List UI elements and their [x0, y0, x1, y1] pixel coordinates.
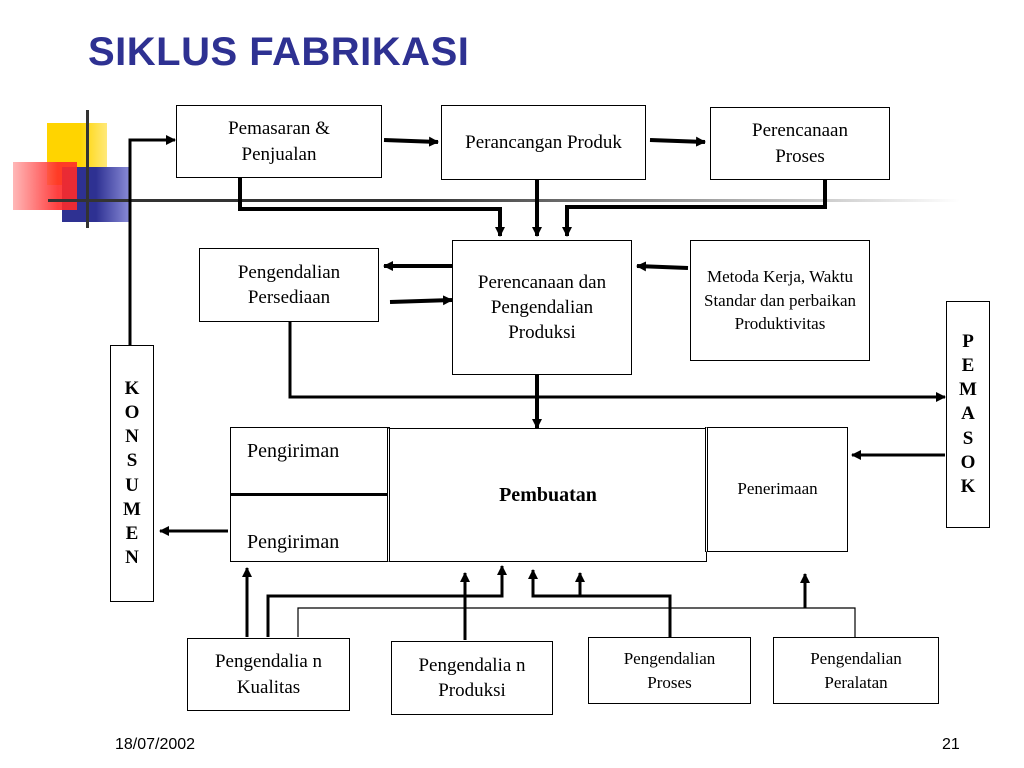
label-kualitas: Pengendalia n Kualitas [214, 651, 323, 698]
arrow-konsumen-pemasaran [128, 135, 176, 345]
box-pengendalian-peralatan: Pengendalian Peralatan [773, 637, 939, 704]
label-perancangan: Perancangan Produk [465, 131, 622, 153]
pengiriman-divider [231, 493, 391, 496]
page-title: SIKLUS FABRIKASI [88, 30, 470, 74]
line-kualitas-branch [266, 565, 507, 637]
line-pemasaran-ppp [238, 178, 505, 237]
label-metoda: Metoda Kerja, Waktu Standar dan perbaika… [704, 266, 856, 334]
label-pengiriman-top: Pengiriman [247, 440, 340, 462]
box-perancangan-produk: Perancangan Produk [441, 105, 646, 180]
decor-red-square [13, 162, 77, 210]
decor-horizontal-rule [48, 199, 960, 202]
box-metoda-kerja: Metoda Kerja, Waktu Standar dan perbaika… [690, 240, 870, 361]
arrow-metoda-ppp [636, 261, 689, 272]
label-pembuatan: Pembuatan [499, 483, 597, 506]
decor-vertical-rule [86, 110, 89, 228]
box-pengendalian-produksi: Pengendalia n Produksi [391, 641, 553, 715]
line-peralatan [297, 607, 856, 637]
box-pemasaran-penjualan: Pemasaran & Penjualan [176, 105, 382, 178]
arrow-perancangan-proses [649, 136, 706, 147]
label-perencanaan-proses: Perencanaan Proses [752, 120, 848, 167]
box-pengendalian-kualitas: Pengendalia n Kualitas [187, 638, 350, 711]
box-pengiriman-group: Pengiriman Pengiriman [230, 427, 391, 562]
footer-date: 18/07/2002 [115, 736, 196, 753]
box-pembuatan: Pembuatan [387, 428, 707, 562]
box-pengendalian-persediaan: Pengendalian Persediaan [199, 248, 379, 322]
label-ppp: Perencanaan dan Pengendalian Produksi [477, 271, 607, 344]
label-pemasaran: Pemasaran & Penjualan [228, 118, 330, 165]
line-proses-ppp [562, 180, 827, 237]
box-ppp: Perencanaan dan Pengendalian Produksi [452, 240, 632, 375]
label-persediaan: Pengendalian Persediaan [237, 261, 341, 308]
footer-page-number: 21 [942, 736, 960, 753]
label-pengiriman-bottom: Pengiriman [247, 531, 340, 553]
arrow-persediaan-pemasok [288, 322, 946, 402]
arrow-pemasaran-perancangan [383, 136, 439, 147]
label-peralatan: Pengendalian Peralatan [810, 648, 902, 692]
line-proses-branch [528, 569, 672, 637]
box-perencanaan-proses: Perencanaan Proses [710, 107, 890, 180]
box-penerimaan: Penerimaan [705, 427, 848, 552]
label-produksi: Pengendalia n Produksi [418, 654, 526, 701]
label-proses: Pengendalian Proses [623, 648, 716, 692]
box-pengendalian-proses: Pengendalian Proses [588, 637, 751, 704]
label-penerimaan: Penerimaan [737, 479, 818, 499]
arrow-persediaan-ppp [389, 295, 453, 306]
